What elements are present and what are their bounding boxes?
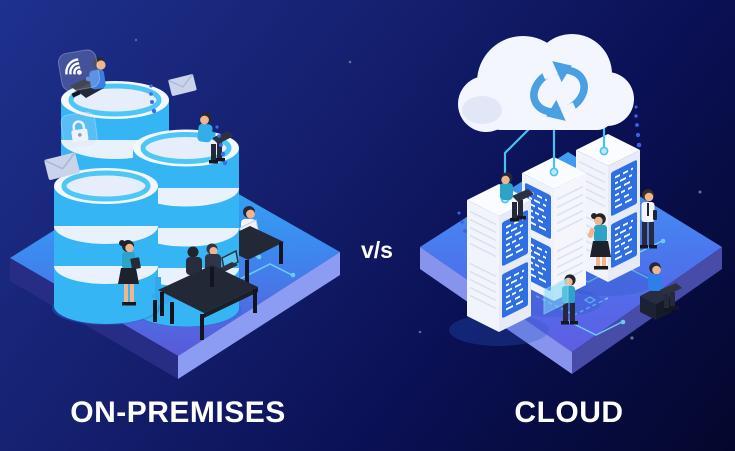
on-premises-scene: [10, 49, 340, 379]
cloud-icon: [458, 34, 634, 132]
decorative-dots-left: [149, 84, 228, 166]
on-premises-label: ON-PREMISES: [70, 396, 286, 429]
seated-worker-on-cube: [640, 262, 682, 320]
standing-worker-man: [640, 189, 657, 249]
database-stack-front: [52, 168, 160, 325]
sync-icon: [530, 59, 588, 123]
worker-with-dashboard: [543, 274, 578, 325]
versus-label: v/s: [361, 237, 393, 263]
desk-workstation-front: [150, 243, 258, 340]
mail-icon: [44, 152, 80, 180]
cloud-label: CLOUD: [514, 396, 624, 429]
mail-icon: [168, 74, 197, 96]
seated-worker-on-server: [500, 172, 534, 222]
seated-worker-on-database-1: [70, 57, 106, 98]
lock-icon: [60, 111, 98, 150]
wifi-icon: [57, 49, 101, 92]
cloud-scene: [420, 34, 722, 374]
standing-worker-woman-right: [587, 213, 611, 270]
seated-worker-on-database-2: [197, 112, 234, 164]
standing-worker-woman: [118, 240, 141, 306]
decorative-dots-right: [457, 105, 642, 233]
server-tower-1: [449, 184, 549, 346]
